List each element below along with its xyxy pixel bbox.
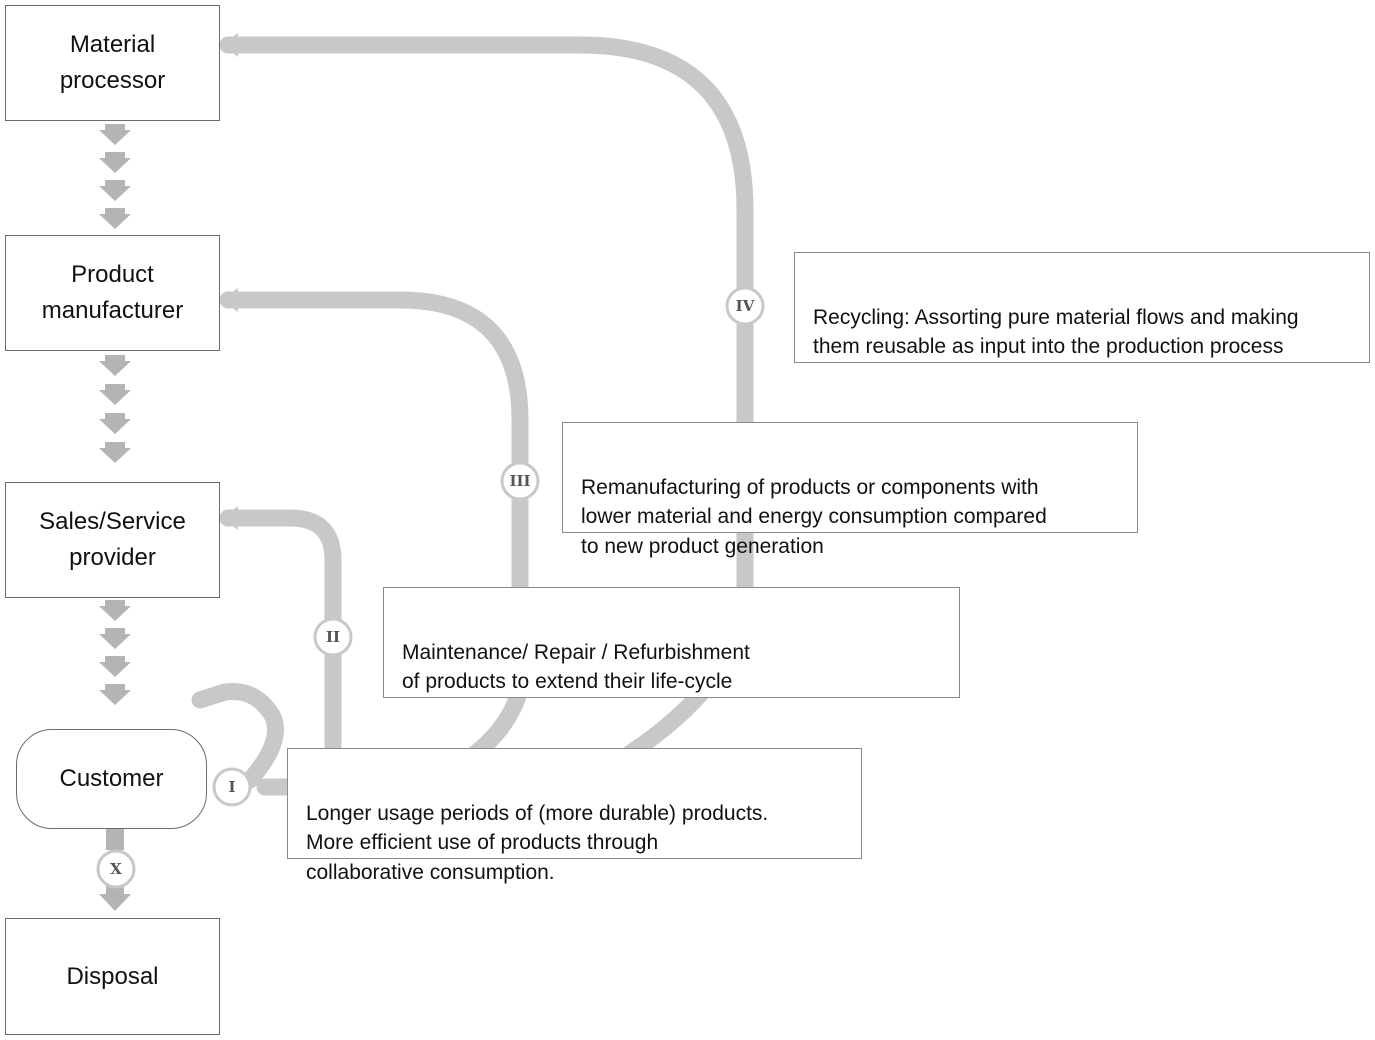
loop-iv-marker: IV	[725, 286, 765, 326]
loop-ii-label: II	[326, 628, 340, 646]
sales-service-provider-box: Sales/Service provider	[5, 482, 220, 598]
customer-box: Customer	[16, 729, 207, 829]
loop-iii-marker: III	[500, 461, 540, 501]
material-processor-box: Material processor	[5, 5, 220, 121]
remanufacturing-description-box: Remanufacturing of products or component…	[562, 422, 1138, 558]
recycling-description: Recycling: Assorting pure material flows…	[813, 305, 1299, 359]
recycling-description-box: Recycling: Assorting pure material flows…	[794, 252, 1370, 363]
downward-arrows-processor-to-manufacturer	[99, 124, 131, 229]
loop-x-label: X	[110, 860, 122, 878]
material-processor-label: Material processor	[59, 31, 166, 94]
loop-ii-arrowhead	[222, 506, 238, 530]
disposal-label: Disposal	[66, 962, 159, 990]
loop-iv-label: IV	[736, 297, 755, 315]
longer-usage-description-box: Longer usage periods of (more durable) p…	[287, 748, 862, 884]
loop-i-label: I	[228, 778, 235, 796]
loop-ii-marker: II	[313, 617, 353, 657]
loop-iii-label: III	[509, 472, 530, 490]
loop-x-marker: X	[96, 849, 136, 889]
product-manufacturer-label: Product manufacturer	[41, 261, 184, 324]
disposal-box: Disposal	[5, 918, 220, 1035]
maintenance-description-box: Maintenance/ Repair / Refurbishment of p…	[383, 587, 960, 698]
loop-iii-arrowhead	[222, 288, 238, 312]
remanufacturing-description: Remanufacturing of products or component…	[581, 475, 1047, 558]
downward-arrows-manufacturer-to-sales	[99, 355, 131, 463]
sales-service-provider-label: Sales/Service provider	[39, 508, 186, 571]
loop-iv-flow	[219, 36, 754, 769]
loop-iv-arrowhead	[222, 33, 238, 57]
downward-arrows-customer-to-disposal	[99, 826, 131, 911]
loop-iii-flow	[219, 291, 529, 779]
longer-usage-description: Longer usage periods of (more durable) p…	[306, 801, 769, 884]
loop-i-marker: I	[212, 767, 252, 807]
product-manufacturer-box: Product manufacturer	[5, 235, 220, 351]
customer-label: Customer	[59, 765, 164, 792]
downward-arrows-sales-to-customer	[99, 600, 131, 705]
maintenance-description: Maintenance/ Repair / Refurbishment of p…	[402, 640, 750, 694]
loop-i-flow	[191, 683, 284, 789]
